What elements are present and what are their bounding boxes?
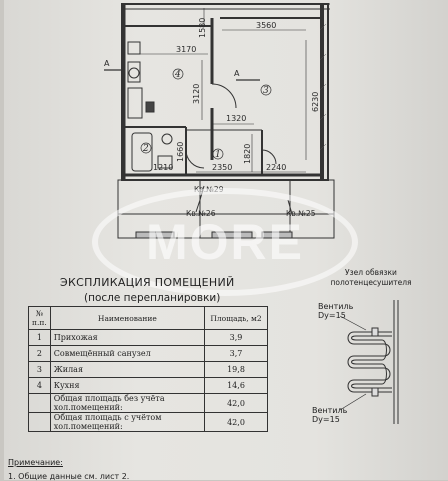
valve-bottom-name: Вентиль: [312, 406, 348, 415]
row-number: 3: [28, 361, 51, 378]
row-area: 3,7: [204, 345, 268, 362]
total-value: 42,0: [204, 412, 268, 432]
total-spacer: [28, 393, 51, 413]
total-label: Общая площадь с учётом хол.помещений:: [49, 412, 206, 432]
row-name: Прихожая: [49, 329, 206, 346]
room-number-4: 4: [174, 70, 181, 80]
row-name: Совмещённый санузел: [49, 345, 206, 362]
dim-top-right: 1580: [198, 18, 207, 38]
room-number-2: 2: [142, 144, 149, 154]
row-area: 14,6: [204, 377, 268, 394]
dim-1210: 1210: [153, 163, 173, 172]
table-row: 3 Жилая 19,8: [28, 361, 268, 378]
valve-top-size: Dy=15: [318, 311, 346, 320]
row-area: 19,8: [204, 361, 268, 378]
section-mark-left: A: [104, 59, 110, 68]
row-name: Кухня: [49, 377, 206, 394]
dim-1660: 1660: [176, 142, 185, 162]
table-row: 2 Совмещённый санузел 3,7: [28, 345, 268, 362]
dim-room-width: 3560: [256, 21, 276, 30]
apartment-label-29: Кв.№29: [194, 185, 224, 194]
note-heading: Примечание:: [8, 458, 63, 467]
total-row: Общая площадь без учёта хол.помещений: 4…: [28, 393, 268, 413]
row-number: 4: [28, 377, 51, 394]
room-number-3: 3: [263, 86, 269, 96]
row-name: Жилая: [49, 361, 206, 378]
section-mark-right: A: [234, 69, 240, 78]
valve-top-label: Вентиль Dy=15: [318, 302, 353, 320]
table-row: 1 Прихожая 3,9: [28, 329, 268, 346]
riser-title: Узел обвязки полотенцесушителя: [330, 268, 412, 287]
dim-1320: 1320: [226, 114, 246, 123]
total-spacer: [28, 412, 51, 432]
dim-1820: 1820: [243, 144, 252, 164]
valve-bottom-label: Вентиль Dy=15: [312, 406, 347, 424]
total-row: Общая площадь с учётом хол.помещений: 42…: [28, 412, 268, 432]
apartment-label-26: Кв.№26: [186, 209, 216, 218]
total-value: 42,0: [204, 393, 268, 413]
dim-kitchen-height: 3120: [192, 84, 201, 104]
dim-room-height: 6230: [311, 92, 320, 112]
table-row: 4 Кухня 14,6: [28, 377, 268, 394]
header-name: Наименование: [49, 306, 206, 330]
dim-2350: 2350: [212, 163, 232, 172]
row-number: 2: [28, 345, 51, 362]
header-area: Площадь, м2: [204, 306, 268, 330]
valve-bottom-size: Dy=15: [312, 415, 340, 424]
header-number: № п.п.: [28, 306, 51, 330]
dim-kitchen-width: 3170: [176, 45, 196, 54]
row-area: 3,9: [204, 329, 268, 346]
apartment-label-25: Кв.№25: [286, 209, 316, 218]
explication-table: № п.п. Наименование Площадь, м2 1 Прихож…: [28, 306, 268, 432]
floor-plan: 3170 3560 1580 6230 3120 1320 1820 2350 …: [104, 3, 335, 239]
dim-2240: 2240: [266, 163, 286, 172]
note-line-1: 1. Общие данные см. лист 2.: [8, 472, 130, 481]
table-header-row: № п.п. Наименование Площадь, м2: [28, 306, 268, 330]
explication-title: ЭКСПЛИКАЦИЯ ПОМЕЩЕНИЙ: [60, 276, 235, 289]
valve-top-name: Вентиль: [318, 302, 354, 311]
total-label: Общая площадь без учёта хол.помещений:: [49, 393, 206, 413]
explication-subtitle: (после перепланировки): [84, 292, 221, 304]
towel-dryer-diagram: [339, 300, 399, 424]
room-number-1: 1: [215, 150, 221, 160]
row-number: 1: [28, 329, 51, 346]
